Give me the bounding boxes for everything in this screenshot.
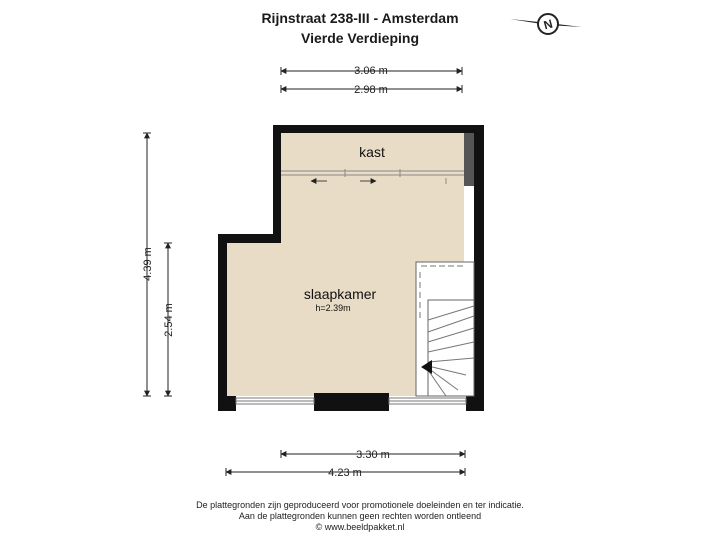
dimension-top-inner-label: 2.98 m — [354, 84, 388, 96]
compass-north-label: N — [542, 17, 554, 33]
dimension-bottom-inner-label: 3.30 m — [356, 449, 390, 461]
staircase — [415, 261, 475, 397]
closet-label: kast — [359, 144, 385, 160]
plan-address-title: Rijnstraat 238-III - Amsterdam — [261, 10, 459, 26]
dimension-left-outer: 4.39 m — [142, 132, 154, 397]
dimension-bottom-inner: 3.30 m — [280, 449, 466, 461]
copyright-line: © www.beeldpakket.nl — [315, 522, 405, 532]
bedroom-label: slaapkamer — [304, 286, 377, 302]
plan-floor-title: Vierde Verdieping — [300, 30, 419, 46]
closet-sliding-door — [281, 169, 464, 184]
bedroom-height-label: h=2.39m — [315, 303, 350, 313]
dimension-top-outer-label: 3.06 m — [354, 65, 388, 77]
dimension-top-inner: 2.98 m — [280, 84, 463, 96]
dimension-left-outer-label: 4.39 m — [142, 247, 154, 281]
disclaimer-line-1: De plattegronden zijn geproduceerd voor … — [196, 500, 524, 510]
walls — [218, 125, 484, 411]
floor-area — [226, 132, 464, 396]
dimension-bottom-outer-label: 4.23 m — [328, 467, 362, 479]
dimension-left-inner-label: 2.54 m — [163, 303, 175, 337]
window-right — [388, 397, 467, 405]
dimension-top-outer: 3.06 m — [280, 65, 463, 77]
disclaimer-line-2: Aan de plattegronden kunnen geen rechten… — [238, 511, 482, 521]
compass-icon: N — [510, 13, 582, 35]
dimension-left-inner: 2.54 m — [163, 242, 175, 397]
window-left — [235, 397, 315, 405]
dimension-bottom-outer: 4.23 m — [225, 467, 466, 479]
